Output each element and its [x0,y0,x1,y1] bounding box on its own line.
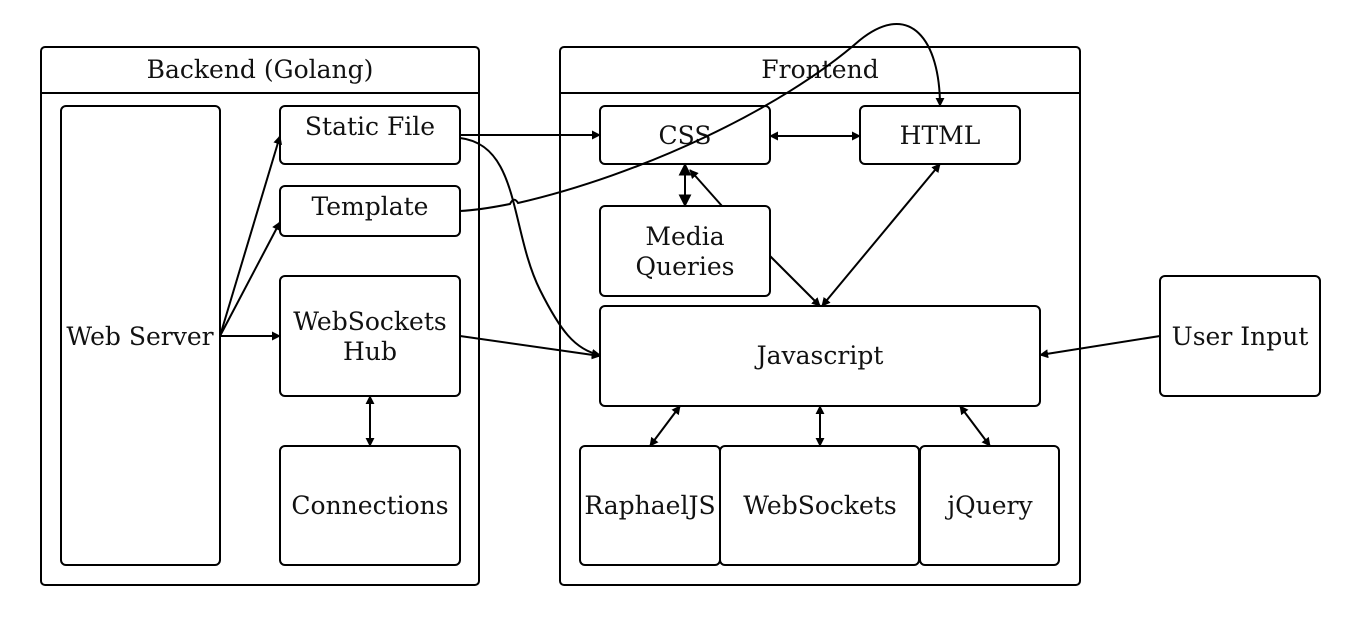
edge-mediaqueries-to-javascript [769,255,821,307]
frontend-group-title: Frontend [761,55,878,84]
node-websockets-hub: WebSockets Hub [279,275,461,397]
connections-label: Connections [291,491,448,520]
websockets-hub-label-line-2: Hub [343,337,397,366]
template-label: Template [312,192,429,221]
node-media-queries: Media Queries [599,205,771,297]
node-connections: Connections [279,445,461,566]
media-queries-label-line-2: Queries [636,252,735,281]
javascript-label: Javascript [754,341,884,370]
web-server-label: Web Server [66,322,213,351]
html-label: HTML [900,121,981,150]
node-web-server: Web Server [60,105,221,566]
node-websockets: WebSockets [719,445,920,566]
websockets-label: WebSockets [743,491,896,520]
css-label: CSS [659,121,712,150]
raphaeljs-label: RaphaelJS [584,491,715,520]
edge-javascript-raphaeljs [649,405,681,447]
node-static-file: Static File [279,105,461,165]
websockets-hub-label-line-1: WebSockets [293,307,446,336]
edge-template-to-html [459,23,945,212]
node-css: CSS [599,105,771,165]
edge-mediaqueries-to-css [689,169,723,207]
edges [219,23,1161,447]
node-html: HTML [859,105,1021,165]
media-queries-label-line-1: Media [645,222,724,251]
backend-group-title: Backend (Golang) [147,55,374,84]
user-input-label: User Input [1172,322,1309,351]
static-file-label: Static File [305,112,435,141]
edge-hub-to-javascript [459,335,601,360]
node-javascript: Javascript [599,305,1041,407]
edge-webserver-to-staticfile [219,135,282,337]
node-jquery: jQuery [919,445,1060,566]
node-raphaeljs: RaphaelJS [579,445,721,566]
node-template: Template [279,185,461,237]
node-user-input: User Input [1159,275,1321,397]
edge-staticfile-to-javascript [459,137,601,358]
edge-webserver-to-template [219,221,281,337]
jquery-label: jQuery [944,491,1033,520]
edge-userinput-to-javascript [1039,335,1161,359]
edge-html-javascript [821,163,941,307]
edge-javascript-jquery [959,405,991,447]
